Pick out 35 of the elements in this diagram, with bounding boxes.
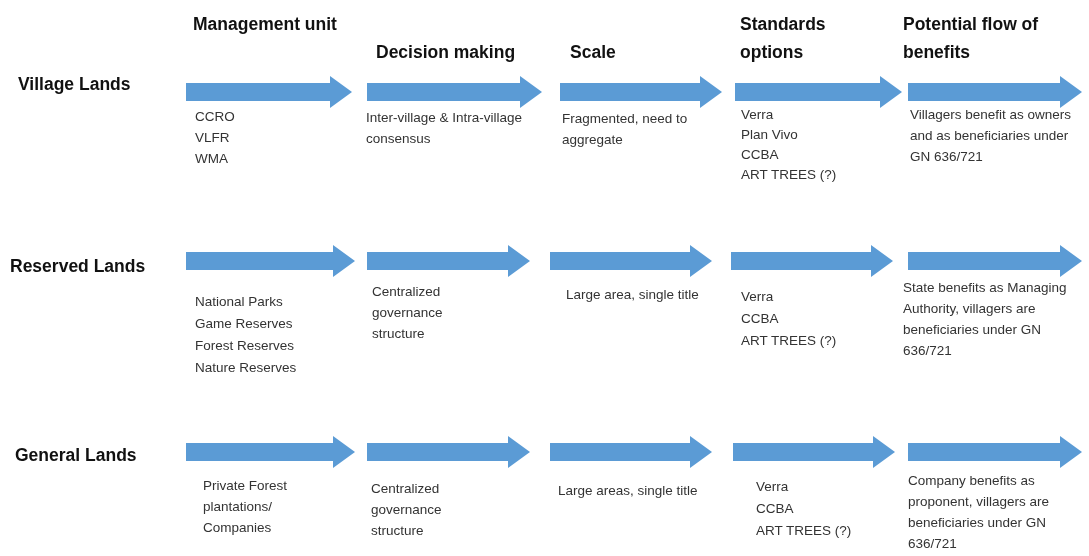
column-header: Potential flow of benefits xyxy=(903,13,1040,64)
list-item: ART TREES (?) xyxy=(756,522,853,540)
cell-text: Large area, single title xyxy=(566,286,700,304)
cell-text: Fragmented, need to aggregate xyxy=(562,110,689,149)
row-header: General Lands xyxy=(15,444,138,467)
list-item: VLFR xyxy=(195,129,231,147)
list-item: Forest Reserves xyxy=(195,337,296,355)
list-item: ART TREES (?) xyxy=(741,332,838,350)
list-item: Verra xyxy=(756,478,790,496)
cell-text: Inter-village & Intra-village consensus xyxy=(366,109,524,148)
list-item: National Parks xyxy=(195,293,284,311)
list-item: ART TREES (?) xyxy=(741,166,838,184)
list-item: CCBA xyxy=(756,500,795,518)
cell-text: Private Forest plantations/ Companies xyxy=(203,477,289,537)
column-header: Management unit xyxy=(193,13,338,36)
list-item: CCBA xyxy=(741,146,780,164)
cell-text: State benefits as Managing Authority, villagers are beneficiaries under GN 636/721 xyxy=(903,279,1068,360)
list-item: Plan Vivo xyxy=(741,126,799,144)
list-item: Verra xyxy=(741,288,775,306)
cell-text: Centralized governance structure xyxy=(371,480,443,540)
cell-text: Company benefits as proponent, villagers are beneficiaries under GN 636/721 xyxy=(908,472,1051,553)
row-header: Reserved Lands xyxy=(10,255,147,278)
cell-text: Villagers benefit as owners and as beneficiaries under GN 636/721 xyxy=(910,106,1073,166)
list-item: CCBA xyxy=(741,310,780,328)
cell-text: Large areas, single title xyxy=(558,482,699,500)
list-item: WMA xyxy=(195,150,229,168)
column-header: Standards options xyxy=(740,13,827,64)
column-header: Scale xyxy=(570,41,617,64)
row-header: Village Lands xyxy=(18,73,132,96)
cell-text: Centralized governance structure xyxy=(372,283,444,343)
list-item: Verra xyxy=(741,106,775,124)
list-item: Game Reserves xyxy=(195,315,294,333)
column-header: Decision making xyxy=(376,41,517,64)
list-item: Nature Reserves xyxy=(195,359,298,377)
list-item: CCRO xyxy=(195,108,236,126)
